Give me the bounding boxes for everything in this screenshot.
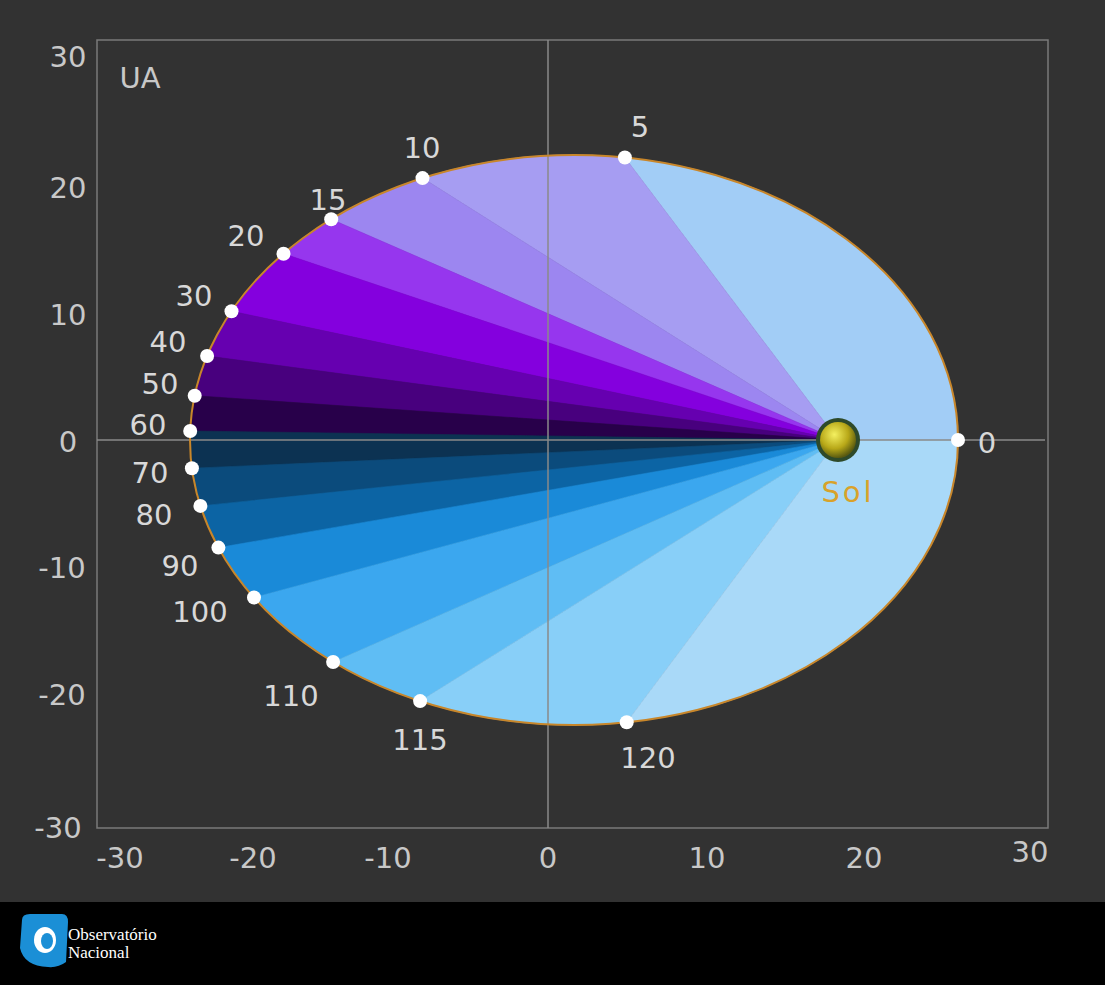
sun bbox=[820, 422, 856, 458]
sun-ring bbox=[816, 418, 860, 462]
orbit-point bbox=[211, 541, 225, 555]
orbit-point bbox=[413, 694, 427, 708]
orbit-point bbox=[185, 461, 199, 475]
year-label: 115 bbox=[392, 726, 447, 755]
plot-frame bbox=[97, 40, 1048, 828]
year-label: 80 bbox=[136, 501, 173, 530]
orbit-point bbox=[225, 304, 239, 318]
orbit-point bbox=[183, 424, 197, 438]
year-label: 50 bbox=[142, 370, 179, 399]
logo bbox=[20, 914, 68, 967]
x-tick: 20 bbox=[846, 844, 883, 873]
y-axis bbox=[547, 40, 549, 828]
x-tick: 0 bbox=[539, 844, 557, 873]
year-label: 120 bbox=[620, 744, 675, 773]
unit-label: UA bbox=[119, 64, 160, 93]
logo-hole bbox=[34, 927, 56, 953]
x-tick: -30 bbox=[96, 844, 143, 873]
year-label: 0 bbox=[978, 429, 996, 458]
orbit-point bbox=[193, 499, 207, 513]
orbit-points bbox=[183, 151, 965, 730]
orbit-point bbox=[620, 715, 634, 729]
x-tick: 10 bbox=[689, 844, 726, 873]
year-label: 100 bbox=[172, 598, 227, 627]
orbit-point bbox=[200, 349, 214, 363]
x-axis bbox=[97, 439, 1045, 441]
year-label: 10 bbox=[404, 134, 441, 163]
orbit-point bbox=[188, 389, 202, 403]
year-label: 70 bbox=[132, 459, 169, 488]
logo-core bbox=[41, 933, 53, 949]
year-label: 5 bbox=[631, 113, 649, 142]
year-label: 90 bbox=[162, 552, 199, 581]
orbit-point bbox=[247, 591, 261, 605]
y-tick: 10 bbox=[50, 301, 87, 330]
x-tick: -20 bbox=[229, 844, 276, 873]
x-tick: 30 bbox=[1012, 838, 1049, 867]
x-tick: -10 bbox=[364, 844, 411, 873]
sun-label: Sol bbox=[821, 478, 874, 507]
year-label: 110 bbox=[263, 682, 318, 711]
year-label: 40 bbox=[150, 328, 187, 357]
footer-bar bbox=[0, 902, 1105, 985]
y-tick: 20 bbox=[50, 174, 87, 203]
footer-text: Observatório Nacional bbox=[68, 926, 148, 962]
year-label: 20 bbox=[228, 222, 265, 251]
y-tick: 0 bbox=[59, 428, 77, 457]
year-label: 30 bbox=[176, 282, 213, 311]
orbit-point bbox=[277, 247, 291, 261]
orbit-point bbox=[618, 151, 632, 165]
y-tick: -20 bbox=[38, 681, 85, 710]
y-tick: -30 bbox=[34, 814, 81, 843]
orbit-point bbox=[326, 655, 340, 669]
y-tick: 30 bbox=[50, 43, 87, 72]
logo-shape bbox=[20, 914, 68, 967]
year-label: 15 bbox=[310, 186, 347, 215]
y-tick: -10 bbox=[38, 554, 85, 583]
orbit-point bbox=[951, 433, 965, 447]
year-label: 60 bbox=[130, 411, 167, 440]
orbit-point bbox=[416, 171, 430, 185]
orbit-ellipse bbox=[190, 155, 958, 725]
